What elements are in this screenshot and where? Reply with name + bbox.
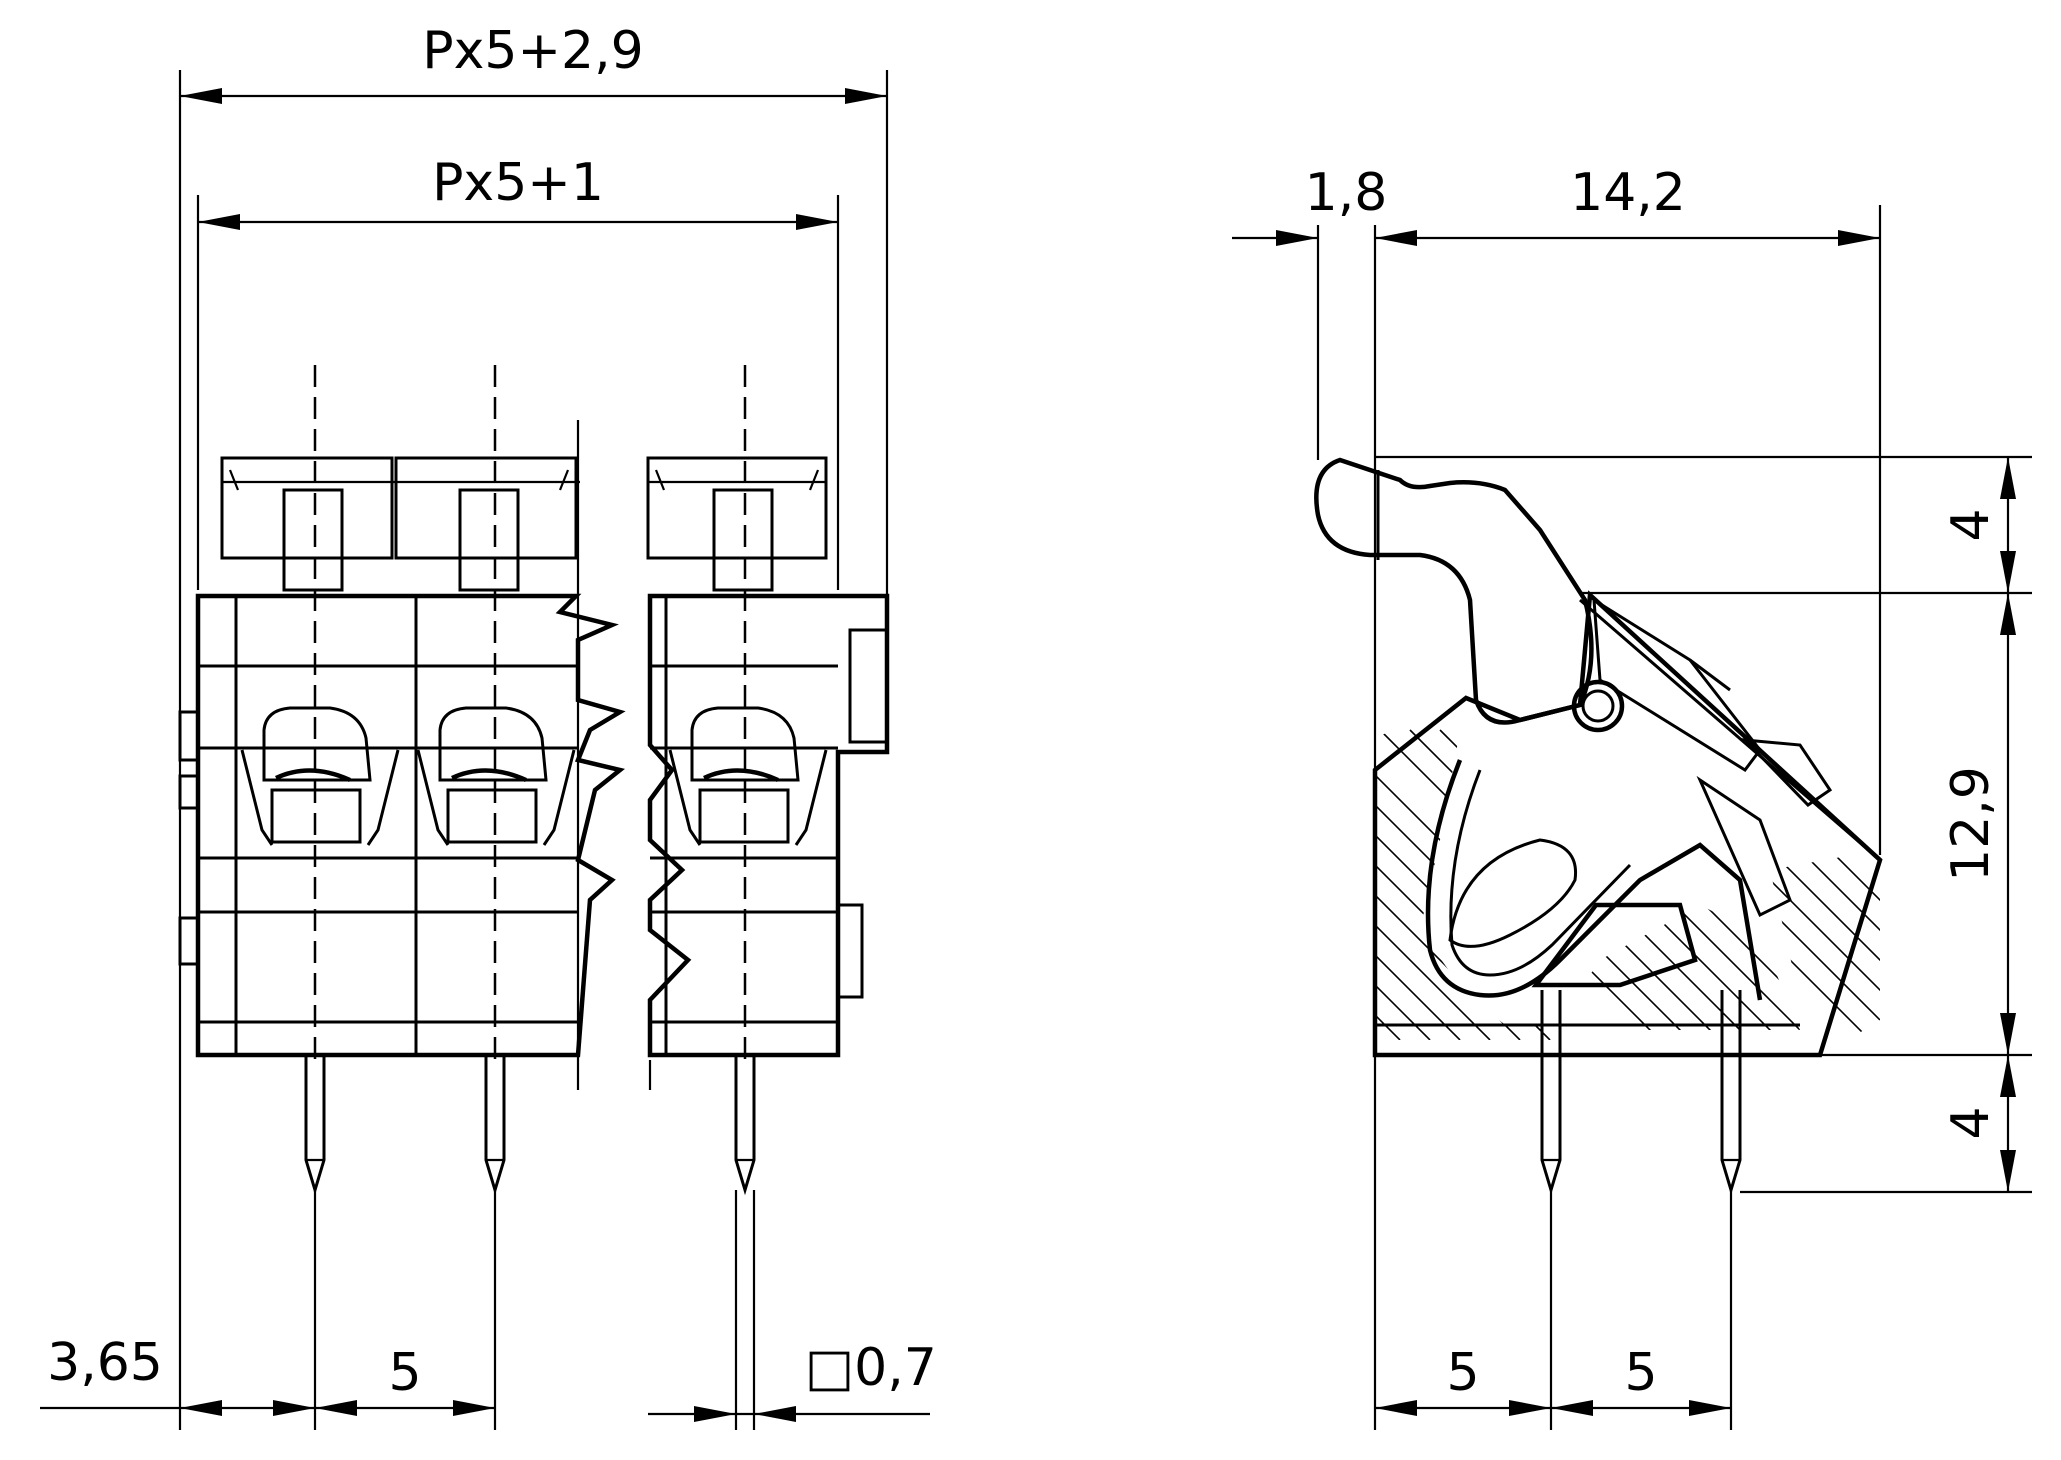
label-body-depth: 14,2 <box>1570 163 1686 223</box>
dim-body-depth: 14,2 <box>1375 163 1880 246</box>
side-spring <box>1425 759 1763 1001</box>
dim-pin-section: □0,7 <box>648 1338 937 1422</box>
dim-pitch-front: 5 <box>315 1343 495 1416</box>
front-levers <box>220 456 828 592</box>
label-lever-height: 4 <box>1941 508 2001 541</box>
label-pitch-front: 5 <box>388 1343 421 1403</box>
label-pitch-side-right: 5 <box>1624 1343 1657 1403</box>
dim-edge-offset: 3,65 <box>40 1333 315 1416</box>
front-body-right <box>647 593 890 1058</box>
label-overall-width: Px5+2,9 <box>422 21 643 81</box>
label-edge-offset: 3,65 <box>47 1333 163 1393</box>
side-lever <box>1314 457 1594 725</box>
dim-pin-length: 4 <box>1941 1055 2016 1192</box>
label-pin-length: 4 <box>1941 1106 2001 1139</box>
front-view: Px5+2,9 Px5+1 <box>40 21 937 1430</box>
dim-overall-width: Px5+2,9 <box>180 21 887 104</box>
dim-body-height: 12,9 <box>1941 593 2016 1055</box>
dim-lever-offset: 1,8 <box>1232 163 1417 246</box>
label-body-height: 12,9 <box>1941 766 2001 882</box>
dim-pitch-side-left: 5 <box>1375 1343 1551 1416</box>
front-pins <box>304 1055 756 1196</box>
label-inner-width: Px5+1 <box>432 153 604 213</box>
label-pitch-side-left: 5 <box>1446 1343 1479 1403</box>
front-clamps <box>240 706 828 846</box>
label-pin-section: □0,7 <box>805 1338 937 1398</box>
label-lever-offset: 1,8 <box>1305 163 1388 223</box>
side-view: 1,8 14,2 <box>1232 163 2032 1430</box>
side-hatching <box>1375 729 1560 1040</box>
dim-inner-width: Px5+1 <box>198 153 838 230</box>
dim-lever-height: 4 <box>1941 457 2016 593</box>
dim-pitch-side-right: 5 <box>1551 1343 1731 1416</box>
